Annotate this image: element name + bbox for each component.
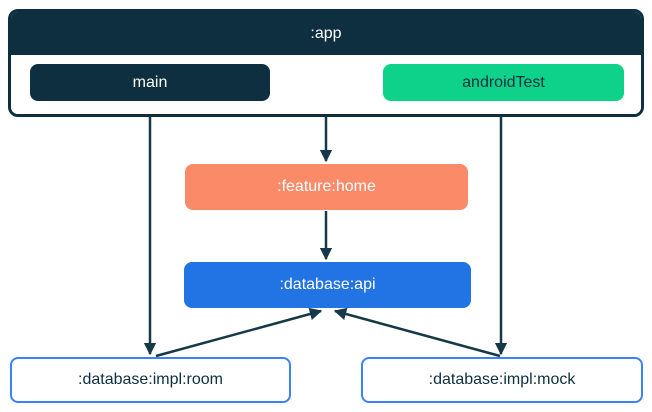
node-database-api-label: :database:api (279, 276, 376, 293)
node-feature-home-label: :feature:home (277, 178, 376, 195)
node-database-impl-mock-label: :database:impl:mock (428, 371, 576, 388)
node-database-impl-room-label: :database:impl:room (78, 371, 223, 388)
node-main: main (30, 64, 270, 101)
node-database-impl-mock: :database:impl:mock (361, 357, 643, 403)
node-androidtest: androidTest (383, 64, 624, 101)
node-main-label: main (132, 73, 168, 91)
node-app-body: main androidTest (11, 55, 641, 114)
node-androidtest-label: androidTest (462, 73, 545, 91)
node-app-label: :app (310, 24, 342, 42)
edge-database_impl_room-to-database_api (155, 307, 323, 358)
node-database-api: :database:api (184, 262, 471, 308)
node-database-impl-room: :database:impl:room (10, 357, 291, 403)
edge-database_impl_mock-to-database_api (333, 307, 501, 358)
node-app-group: :app main androidTest (8, 9, 644, 117)
node-feature-home: :feature:home (185, 164, 468, 210)
node-app-header: :app (11, 12, 641, 55)
